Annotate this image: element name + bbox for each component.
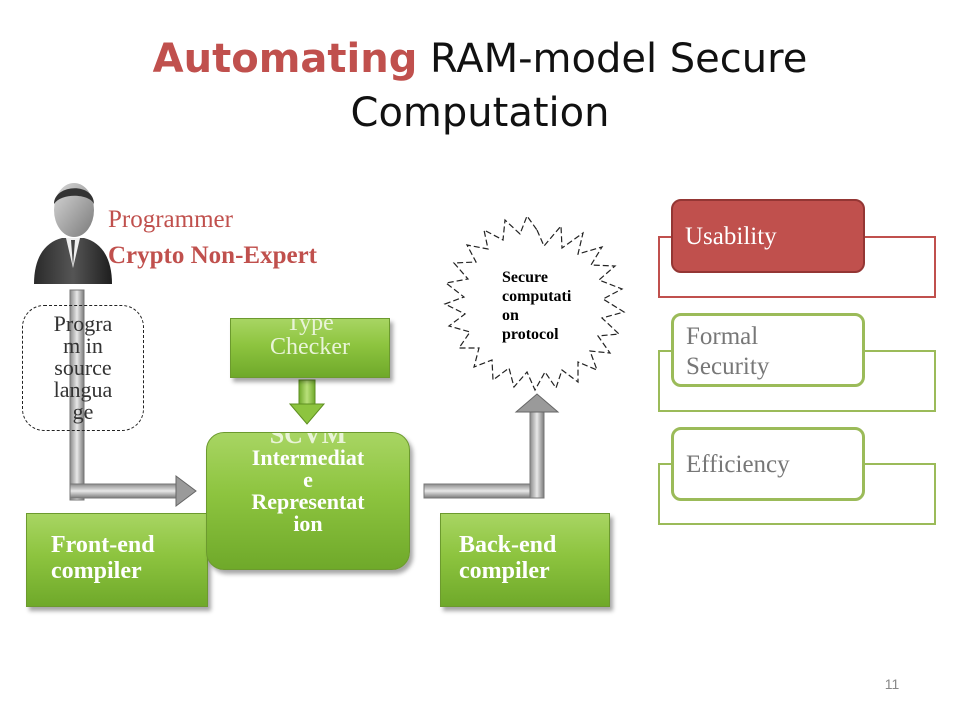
frontend-compiler-box: Front-end compiler	[26, 513, 208, 607]
source-line: m in	[63, 333, 103, 358]
backend-line: compiler	[459, 558, 550, 584]
scvm-ir-head: SCVM	[269, 432, 347, 449]
frontend-line: Front-end	[51, 532, 155, 558]
source-line: source	[54, 355, 112, 380]
type-checker-line: Checker	[270, 334, 350, 360]
title-highlight: Automating	[152, 36, 418, 82]
ir-line: ion	[293, 511, 323, 536]
ir-line: Representat	[251, 489, 365, 514]
formal-security-line: Formal	[686, 323, 759, 350]
type-checker-box: Type Checker	[230, 318, 390, 378]
arrow-backend-to-protocol	[423, 393, 560, 499]
formal-security-label: Formal Security	[671, 313, 865, 387]
arrow-typechecker-to-ir	[288, 379, 326, 425]
efficiency-label: Efficiency	[671, 427, 865, 501]
formal-security-line: Security	[686, 353, 770, 380]
title-line2: Computation	[350, 90, 610, 136]
programmer-role: Programmer	[108, 206, 233, 233]
type-checker-line: Type	[286, 318, 334, 336]
slide-number: 11	[884, 676, 900, 692]
source-line: langua	[53, 377, 113, 402]
ir-line: Intermediat	[251, 445, 365, 470]
backend-line: Back-end	[459, 532, 557, 558]
protocol-line: Secure	[502, 269, 548, 286]
programmer-kind: Crypto Non-Expert	[108, 242, 318, 269]
protocol-starburst	[443, 214, 626, 392]
source-line: ge	[72, 399, 94, 424]
scvm-ir-box: SCVM Intermediat e Representat ion	[206, 432, 410, 570]
ir-line: e	[303, 467, 313, 492]
slide-title: Automating RAM-model Secure Computation	[0, 32, 960, 140]
protocol-line: computati	[502, 288, 572, 305]
frontend-line: compiler	[51, 558, 142, 584]
protocol-label: Secure computati on protocol	[502, 268, 598, 344]
protocol-line: on	[502, 307, 519, 324]
source-language-box: Progra m in source langua ge	[22, 305, 144, 431]
backend-compiler-box: Back-end compiler	[440, 513, 610, 607]
source-line: Progra	[53, 311, 113, 336]
person-icon	[34, 183, 112, 284]
usability-label: Usability	[671, 199, 865, 273]
arrow-programmer-to-frontend	[69, 289, 197, 507]
protocol-line: protocol	[502, 326, 559, 343]
title-line1-rest: RAM-model Secure	[417, 36, 808, 82]
